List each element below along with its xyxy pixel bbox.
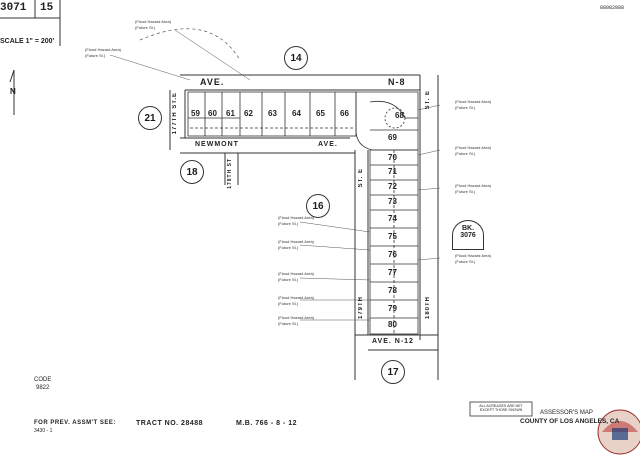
- flood-note: (Flood Hazard Area): [455, 99, 492, 104]
- county-seal-icon: [597, 409, 640, 455]
- code-value: 9822: [36, 385, 50, 391]
- lot-number: 78: [388, 286, 397, 295]
- lot-number: 80: [388, 320, 397, 329]
- page-ref-circle: 14: [284, 46, 308, 70]
- flood-note: (Flood Hazard Area): [278, 295, 315, 300]
- page-ref-circle: 17: [381, 360, 405, 384]
- lot-number: 75: [388, 232, 397, 241]
- future-note: (Future St.): [278, 221, 299, 226]
- street-180th: 180TH: [425, 296, 431, 320]
- lot-number: 72: [388, 182, 397, 191]
- north-arrow-label: N: [10, 87, 16, 96]
- lot-number: 69: [388, 133, 397, 142]
- prev-assessment-label: FOR PREV. ASSM'T SEE:: [34, 420, 116, 426]
- lot-number: 70: [388, 153, 397, 162]
- lot-number: 68: [395, 111, 404, 120]
- future-note: (Future St.): [455, 189, 476, 194]
- lot-number: 79: [388, 304, 397, 313]
- future-note: (Future St.): [135, 25, 156, 30]
- future-note: (Future St.): [455, 151, 476, 156]
- code-label: CODE: [34, 377, 52, 383]
- street-177th: 177TH ST.E: [172, 92, 178, 135]
- future-note: (Future St.): [455, 259, 476, 264]
- future-note: (Future St.): [278, 321, 299, 326]
- street-st-e-right: ST. E: [425, 90, 431, 110]
- map-scale: SCALE 1" = 200': [0, 38, 55, 45]
- flood-note: (Flood Hazard Area): [455, 253, 492, 258]
- flood-note: (Flood Hazard Area): [455, 145, 492, 150]
- book-ref-line2: 3076: [460, 232, 476, 239]
- lot-number: 63: [268, 109, 277, 118]
- future-note: (Future St.): [278, 245, 299, 250]
- street-newmont: NEWMONT: [195, 141, 239, 148]
- map-book-ref: M.B. 766 - 8 - 12: [236, 420, 298, 427]
- flood-note: (Flood Hazard Area): [85, 47, 122, 52]
- flood-note: (Flood Hazard Area): [278, 315, 315, 320]
- flood-note: (Flood Hazard Area): [455, 183, 492, 188]
- street-179th: 179TH: [358, 296, 364, 320]
- page-number: 15: [40, 2, 54, 14]
- prev-assessment-ref: 3430 - 1: [34, 428, 53, 434]
- lot-number: 59: [191, 109, 200, 118]
- street-st-e-mid: ST. E: [358, 168, 364, 188]
- lot-number: 62: [244, 109, 253, 118]
- corner-code: 88082888: [600, 5, 625, 11]
- street-ave-n8-left: AVE.: [200, 77, 225, 87]
- lot-number: 64: [292, 109, 301, 118]
- lot-number: 74: [388, 214, 397, 223]
- county-label: COUNTY OF LOS ANGELES, CA: [520, 418, 620, 425]
- future-note: (Future St.): [85, 53, 106, 58]
- street-ave-n8-right: N-8: [388, 77, 406, 87]
- lot-number: 65: [316, 109, 325, 118]
- page-ref-circle: 21: [138, 106, 162, 130]
- future-note: (Future St.): [278, 301, 299, 306]
- lot-number: 60: [208, 109, 217, 118]
- street-ave-n12: AVE. N-12: [372, 338, 414, 345]
- lot-number: 77: [388, 268, 397, 277]
- lot-number: 73: [388, 197, 397, 206]
- flood-note: (Flood Hazard Area): [278, 239, 315, 244]
- page-ref-circle: 16: [306, 194, 330, 218]
- page-ref-circle: 18: [180, 160, 204, 184]
- lot-number: 76: [388, 250, 397, 259]
- street-newmont-ave: AVE.: [318, 141, 338, 148]
- flood-note: (Flood Hazard Area): [278, 271, 315, 276]
- acreage-note: ALL ACREAGES ARE NET EXCEPT THOSE SHOWN: [479, 404, 523, 412]
- assessor-map-label: ASSESSOR'S MAP: [540, 410, 593, 416]
- future-note: (Future St.): [455, 105, 476, 110]
- future-note: (Future St.): [278, 277, 299, 282]
- flood-note: (Flood Hazard Area): [135, 19, 172, 24]
- book-ref-line1: BK.: [461, 225, 475, 232]
- lot-number: 66: [340, 109, 349, 118]
- lot-number: 71: [388, 167, 397, 176]
- book-reference-tag: BK. 3076: [452, 220, 484, 250]
- lot-number: 61: [226, 109, 235, 118]
- flood-note: (Flood Hazard Area): [278, 215, 315, 220]
- street-178th: 178TH ST: [227, 158, 233, 189]
- book-number: 3071: [0, 2, 27, 14]
- tract-number: TRACT NO. 28488: [136, 420, 204, 427]
